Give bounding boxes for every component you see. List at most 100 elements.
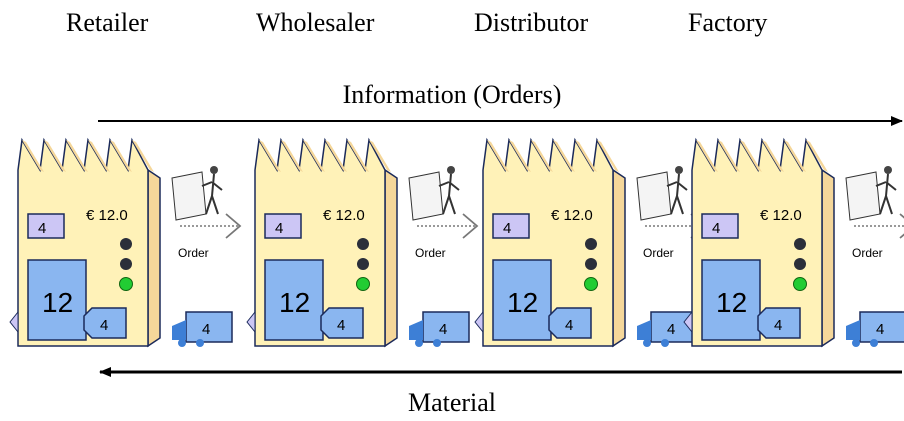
traffic-light-red [794, 238, 806, 250]
truck-value: 4 [439, 321, 447, 338]
truck-wheel-front [415, 339, 423, 347]
order-in-value: 4 [38, 220, 46, 237]
roof-shade [575, 140, 597, 172]
traffic-light-amber [120, 258, 132, 270]
role-factory: Factory [688, 8, 768, 37]
roof-shade [597, 140, 619, 172]
building-side [147, 168, 161, 348]
inventory-value: 12 [279, 287, 310, 318]
shipment-box [83, 307, 127, 339]
truck-wheel-front [178, 339, 186, 347]
inventory-value: 12 [716, 287, 747, 318]
roof-shade [487, 140, 509, 172]
roof-shade [369, 140, 391, 172]
truck-cargo [422, 311, 470, 343]
building-side [821, 168, 835, 348]
truck-wheel-rear [433, 339, 441, 347]
inventory-box [264, 259, 324, 341]
price-label: € 12.0 [551, 207, 593, 224]
inventory-box [701, 259, 761, 341]
roof-shade [325, 140, 347, 172]
inventory-value: 12 [42, 287, 73, 318]
traffic-light-amber [357, 258, 369, 270]
roof-shade [303, 140, 325, 172]
roof-shade [784, 140, 806, 172]
person-head-icon [675, 166, 683, 174]
role-wholesaler: Wholesaler [256, 8, 375, 37]
order-in-box [264, 213, 302, 239]
building-side [384, 168, 398, 348]
order-paper-icon [408, 171, 444, 221]
roof-shade [88, 140, 110, 172]
shipment-value: 4 [337, 317, 345, 334]
shipment-value: 4 [774, 317, 782, 334]
traffic-light-red [585, 238, 597, 250]
person-body-icon [201, 173, 223, 215]
shipment-value: 4 [565, 317, 573, 334]
order-paper-icon [845, 171, 881, 221]
role-distributor: Distributor [474, 8, 589, 37]
roof-shade [531, 140, 553, 172]
truck-cab [172, 320, 186, 340]
truck-value: 4 [876, 321, 884, 338]
material-out-arrow [246, 310, 256, 334]
roof-shade [66, 140, 88, 172]
traffic-light-green [119, 277, 133, 291]
inventory-box [492, 259, 552, 341]
truck-wheel-front [852, 339, 860, 347]
inventory-box [27, 259, 87, 341]
role-retailer: Retailer [66, 8, 149, 37]
person-body-icon [438, 173, 460, 215]
shipment-box [548, 307, 592, 339]
order-in-box [27, 213, 65, 239]
order-arrow-head [225, 213, 242, 239]
order-in-value: 4 [275, 220, 283, 237]
roof-shade [553, 140, 575, 172]
person-head-icon [210, 166, 218, 174]
material-label: Material [407, 388, 497, 417]
truck-value: 4 [667, 321, 675, 338]
roof-shade [509, 140, 531, 172]
shipment-box [320, 307, 364, 339]
truck-cargo [185, 311, 233, 343]
person-body-icon [875, 173, 897, 215]
traffic-light-green [584, 277, 598, 291]
truck-wheel-rear [196, 339, 204, 347]
roof-shade [44, 140, 66, 172]
price-label: € 12.0 [323, 207, 365, 224]
person-head-icon [884, 166, 892, 174]
order-paper-icon [171, 171, 207, 221]
roof-shade [696, 140, 718, 172]
price-label: € 12.0 [760, 207, 802, 224]
truck-cab [637, 320, 651, 340]
order-label: Order [852, 246, 883, 260]
roof-shade [718, 140, 740, 172]
order-paper-icon [636, 171, 672, 221]
roof-shade [110, 140, 132, 172]
roof-shade [281, 140, 303, 172]
roof-shade [347, 140, 369, 172]
roof-shade [806, 140, 828, 172]
shipment-value: 4 [100, 317, 108, 334]
roof-shade [259, 140, 281, 172]
material-out-arrow [9, 310, 19, 334]
order-in-value: 4 [503, 220, 511, 237]
information-orders-label: Information (Orders) [342, 80, 562, 109]
roof-shade [762, 140, 784, 172]
building-side [612, 168, 626, 348]
traffic-light-red [357, 238, 369, 250]
truck-wheel-rear [870, 339, 878, 347]
truck-wheel-front [643, 339, 651, 347]
traffic-light-green [793, 277, 807, 291]
traffic-light-green [356, 277, 370, 291]
truck-value: 4 [202, 321, 210, 338]
truck-wheel-rear [661, 339, 669, 347]
order-label: Order [178, 246, 209, 260]
truck-cargo [859, 311, 904, 343]
order-label: Order [643, 246, 674, 260]
